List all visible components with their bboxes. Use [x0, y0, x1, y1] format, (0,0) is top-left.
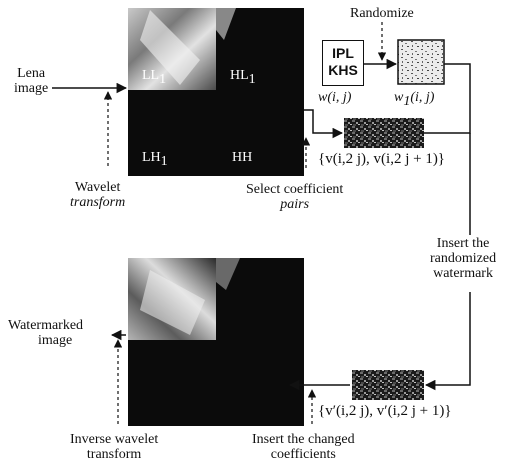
- changed-coefficients-strip: [352, 370, 424, 400]
- decomposed-image: [128, 8, 304, 176]
- hh-label: HH: [232, 150, 253, 165]
- coefficient-pairs-strip: [344, 118, 424, 148]
- arrow-to-coeff-strip: [304, 109, 344, 139]
- hl-label: HL1: [230, 68, 256, 87]
- randomize-label: Randomize: [350, 6, 414, 21]
- arrow-insert-watermark-2: [424, 292, 471, 391]
- ll-label: LL1: [142, 68, 167, 87]
- lh-label: LH1: [142, 150, 168, 169]
- changed-pairs-label: {v′(i,2 j), v′(i,2 j + 1)}: [318, 403, 452, 419]
- line-random-right: [424, 63, 471, 134]
- watermark-w1-label: w1(i, j): [394, 90, 435, 109]
- watermark-w-label: w(i, j): [318, 90, 352, 105]
- coefficient-pairs-label: {v(i,2 j), v(i,2 j + 1)}: [318, 151, 446, 167]
- watermarked-image: [128, 258, 304, 426]
- randomized-watermark-thumb: [397, 39, 445, 85]
